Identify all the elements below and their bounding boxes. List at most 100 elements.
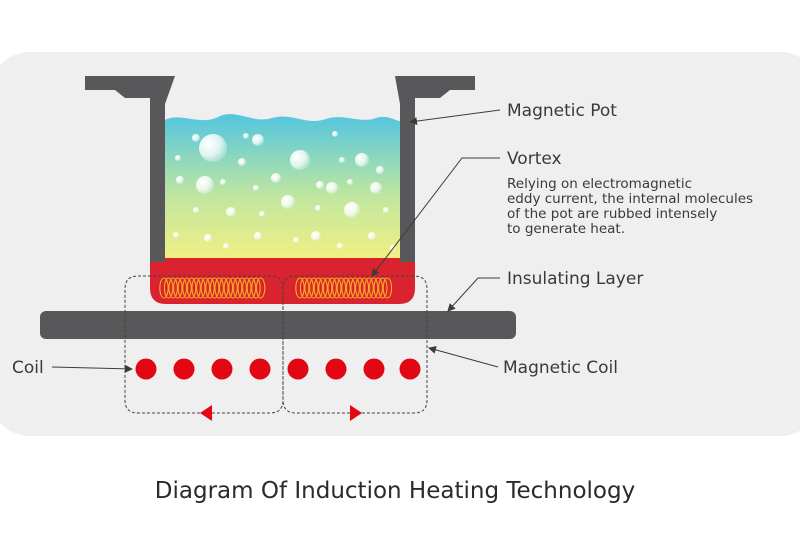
eddy-loop <box>246 277 257 299</box>
eddy-loop <box>341 277 351 299</box>
eddy-loop <box>373 277 383 299</box>
bubble <box>370 182 382 194</box>
eddy-loop <box>168 277 178 299</box>
magnetic-field-loop-right <box>282 275 428 414</box>
bubble <box>220 179 226 185</box>
field-direction-arrow-left <box>200 405 212 421</box>
bubble <box>271 173 281 183</box>
label-coil: Coil <box>12 358 44 378</box>
leader-coil <box>51 364 133 373</box>
bubble <box>332 131 338 137</box>
eddy-loop <box>237 277 247 299</box>
eddy-loop <box>378 277 388 299</box>
bubble <box>281 195 295 209</box>
coil-dot <box>399 358 421 380</box>
eddy-loop <box>309 277 319 299</box>
bubbles <box>173 131 396 251</box>
bubble <box>290 150 310 170</box>
eddy-loop <box>295 277 305 299</box>
bubble <box>337 243 343 249</box>
bubble <box>193 207 199 213</box>
magnetic-field-loop-left <box>124 275 284 414</box>
eddy-loop <box>173 277 183 299</box>
coil-dot <box>211 358 233 380</box>
bubble <box>326 182 338 194</box>
label-magnetic-coil: Magnetic Coil <box>503 358 618 378</box>
insulating-plate <box>40 311 516 339</box>
coil-dots <box>135 358 421 380</box>
eddy-loop <box>332 277 342 299</box>
eddy-loop <box>214 277 224 299</box>
bubble <box>254 232 262 240</box>
bubble <box>196 176 214 194</box>
vortex-description-line-2: eddy current, the internal molecules <box>507 191 753 207</box>
eddy-loop <box>251 277 261 299</box>
eddy-loop <box>336 277 347 299</box>
bubble <box>226 207 236 217</box>
eddy-loop <box>196 277 206 299</box>
eddy-loop <box>191 277 201 299</box>
eddy-loop <box>209 277 220 299</box>
coil-dot <box>135 358 157 380</box>
eddy-loop <box>364 277 374 299</box>
coil-dot <box>287 358 309 380</box>
bubble <box>315 205 321 211</box>
bubble <box>347 179 353 185</box>
bubble <box>204 234 212 242</box>
bubble <box>199 134 227 162</box>
bubble <box>252 134 264 146</box>
vortex-description-line-3: of the pot are rubbed intensely <box>507 206 717 222</box>
bubble <box>339 157 345 163</box>
eddy-loop <box>200 277 211 299</box>
bubble <box>243 133 249 139</box>
eddy-loop <box>205 277 215 299</box>
eddy-loop <box>327 277 337 299</box>
eddy-loop <box>368 277 379 299</box>
bubble <box>259 211 265 217</box>
eddy-loop <box>255 277 266 299</box>
bubble <box>344 202 360 218</box>
eddy-loop <box>186 277 197 299</box>
eddy-loop <box>242 277 252 299</box>
coil-dot <box>173 358 195 380</box>
bubble <box>368 232 376 240</box>
eddy-loop <box>382 277 393 299</box>
coil-dot <box>363 358 385 380</box>
magnetic-pot <box>85 76 475 304</box>
bubble <box>173 232 179 238</box>
eddy-loop <box>163 277 174 299</box>
leader-insulating-layer <box>447 277 500 312</box>
coil-dot <box>249 358 271 380</box>
eddy-loop <box>159 277 169 299</box>
eddy-loop <box>228 277 238 299</box>
pot-wall-left <box>85 76 175 262</box>
eddy-loop <box>322 277 333 299</box>
leader-magnetic-pot <box>409 109 501 126</box>
bubble <box>293 237 299 243</box>
field-direction-arrow-right <box>350 405 362 421</box>
eddy-loop <box>359 277 370 299</box>
eddy-loop <box>355 277 365 299</box>
eddy-loop <box>177 277 188 299</box>
eddy-loop <box>313 277 324 299</box>
bubble <box>223 243 229 249</box>
eddy-loop <box>299 277 310 299</box>
bubble <box>383 207 389 213</box>
bubble <box>316 181 324 189</box>
eddy-loop <box>304 277 314 299</box>
bubble <box>176 176 184 184</box>
eddy-loop <box>182 277 192 299</box>
bubble <box>192 134 200 142</box>
eddy-loop <box>219 277 229 299</box>
diagram-caption: Diagram Of Induction Heating Technology <box>155 478 635 504</box>
bubble <box>175 155 181 161</box>
eddy-loop <box>350 277 360 299</box>
bubble <box>376 166 384 174</box>
eddy-current-right <box>295 277 393 299</box>
eddy-loop <box>223 277 234 299</box>
leader-vortex <box>371 157 500 277</box>
leader-magnetic-coil <box>428 346 499 368</box>
heated-pot-bottom <box>150 258 415 304</box>
eddy-current-left <box>159 277 266 299</box>
